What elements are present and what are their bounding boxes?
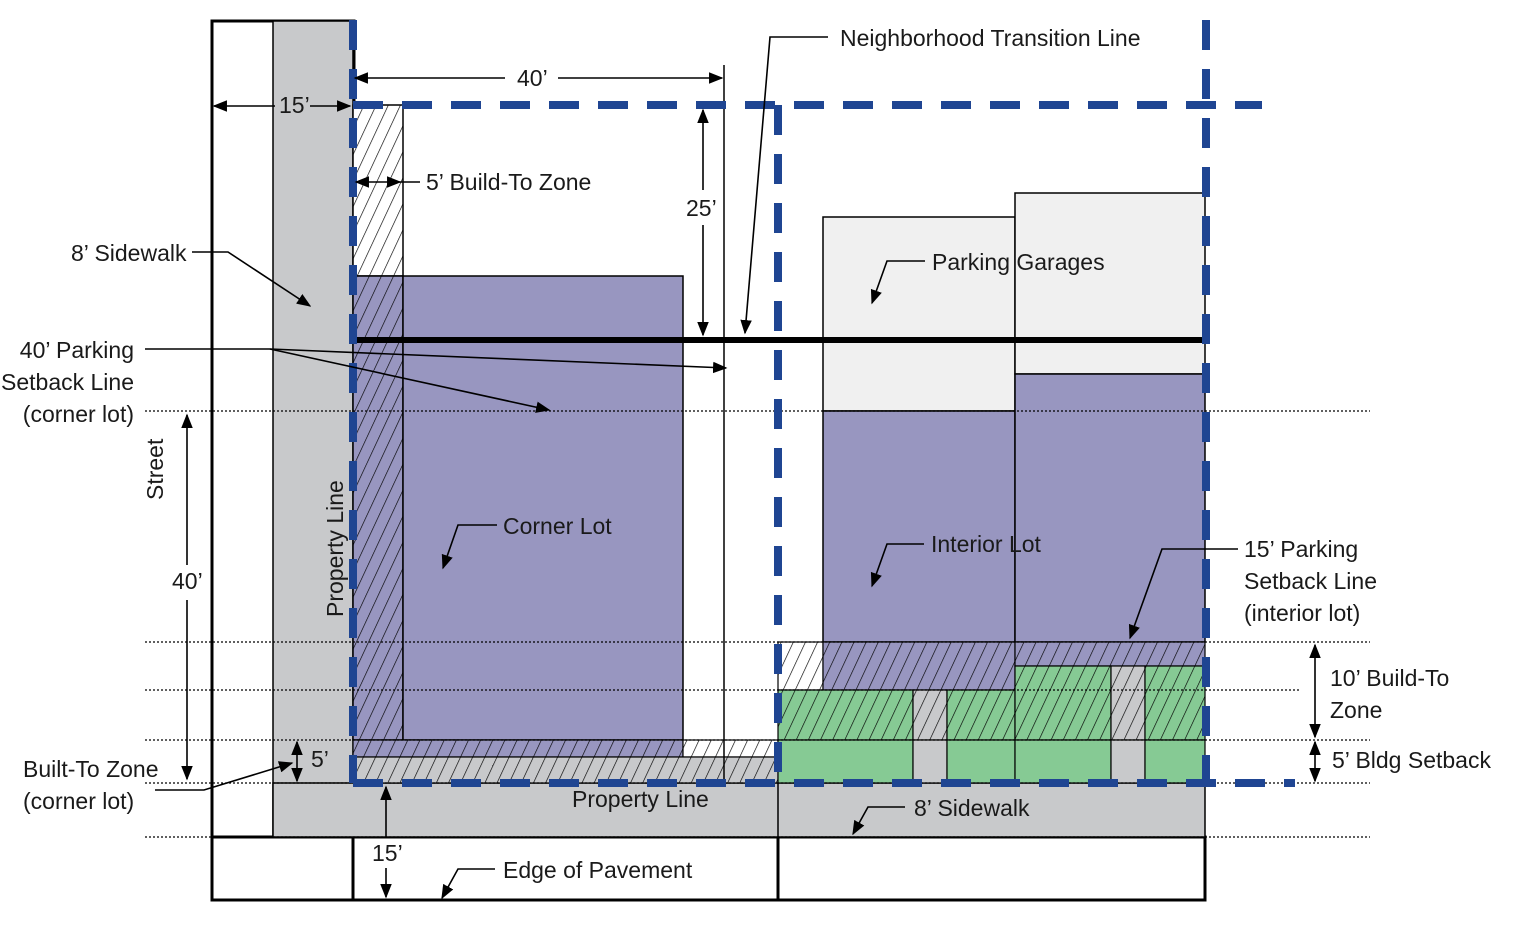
label-build-to-zone-10-1: 10’ Build-To (1330, 665, 1449, 691)
interior-setback-leader (1128, 548, 1238, 640)
label-sidewalk-bottom: 8’ Sidewalk (914, 795, 1030, 821)
lot-boundary-dashes (349, 20, 1295, 787)
sidewalk-leader (192, 251, 312, 307)
built-to-zone-leader (155, 761, 294, 791)
interior-lot-building-left (822, 410, 1016, 643)
sidewalk-bottom (272, 782, 1206, 838)
parking-garage-left (822, 216, 1016, 412)
label-dim-40-left: 40’ (172, 568, 203, 594)
label-bldg-setback-5: 5’ Bldg Setback (1332, 747, 1491, 773)
corner-lot-building (402, 275, 684, 741)
interior-build-to-zone (777, 665, 1206, 741)
label-parking-setback-interior-3: (interior lot) (1244, 600, 1360, 626)
street-bottom (210, 835, 1207, 902)
interior-lot-building-right (1014, 373, 1206, 643)
label-property-line-vertical: Property Line (322, 480, 348, 617)
corner-lot-leader (441, 524, 497, 570)
label-sidewalk-left: 8’ Sidewalk (71, 240, 187, 266)
label-build-to-zone-10-2: Zone (1330, 697, 1382, 723)
label-dim-15-bottom: 15’ (372, 840, 403, 866)
interior-bldg-setback (777, 739, 1206, 784)
label-corner-lot: Corner Lot (503, 513, 612, 539)
ntl-leader (740, 36, 828, 335)
parking-garage-right (1014, 192, 1206, 375)
edge-pavement-leader (441, 868, 495, 900)
interior-lot-leader (870, 543, 924, 588)
label-edge-of-pavement: Edge of Pavement (503, 857, 693, 883)
parking-setback-leader-b (269, 348, 551, 413)
label-property-line-horizontal: Property Line (572, 786, 709, 812)
label-dim-5: 5’ (311, 746, 329, 772)
label-built-to-zone-corner-2: (corner lot) (23, 788, 134, 814)
label-parking-setback-corner-2: Setback Line (1, 369, 134, 395)
sidewalk-bottom-leader (852, 806, 905, 836)
label-parking-setback-interior-2: Setback Line (1244, 568, 1377, 594)
parking-setback-leader-a (269, 348, 728, 374)
sidewalk-left (272, 20, 354, 838)
label-parking-setback-corner-1: 40’ Parking (20, 337, 134, 363)
label-interior-lot: Interior Lot (931, 531, 1042, 557)
label-dim-15-left: 15’ (279, 92, 310, 118)
label-parking-setback-interior-1: 15’ Parking (1244, 536, 1358, 562)
label-build-to-zone-5: 5’ Build-To Zone (426, 169, 591, 195)
label-parking-setback-corner-3: (corner lot) (23, 401, 134, 427)
label-neighborhood-transition-line: Neighborhood Transition Line (840, 25, 1140, 51)
label-dim-40-top: 40’ (517, 65, 548, 91)
label-parking-garages: Parking Garages (932, 249, 1105, 275)
label-dim-25: 25’ (686, 195, 717, 221)
label-street: Street (142, 438, 168, 500)
label-built-to-zone-corner-1: Built-To Zone (23, 756, 159, 782)
garages-leader (870, 260, 925, 305)
